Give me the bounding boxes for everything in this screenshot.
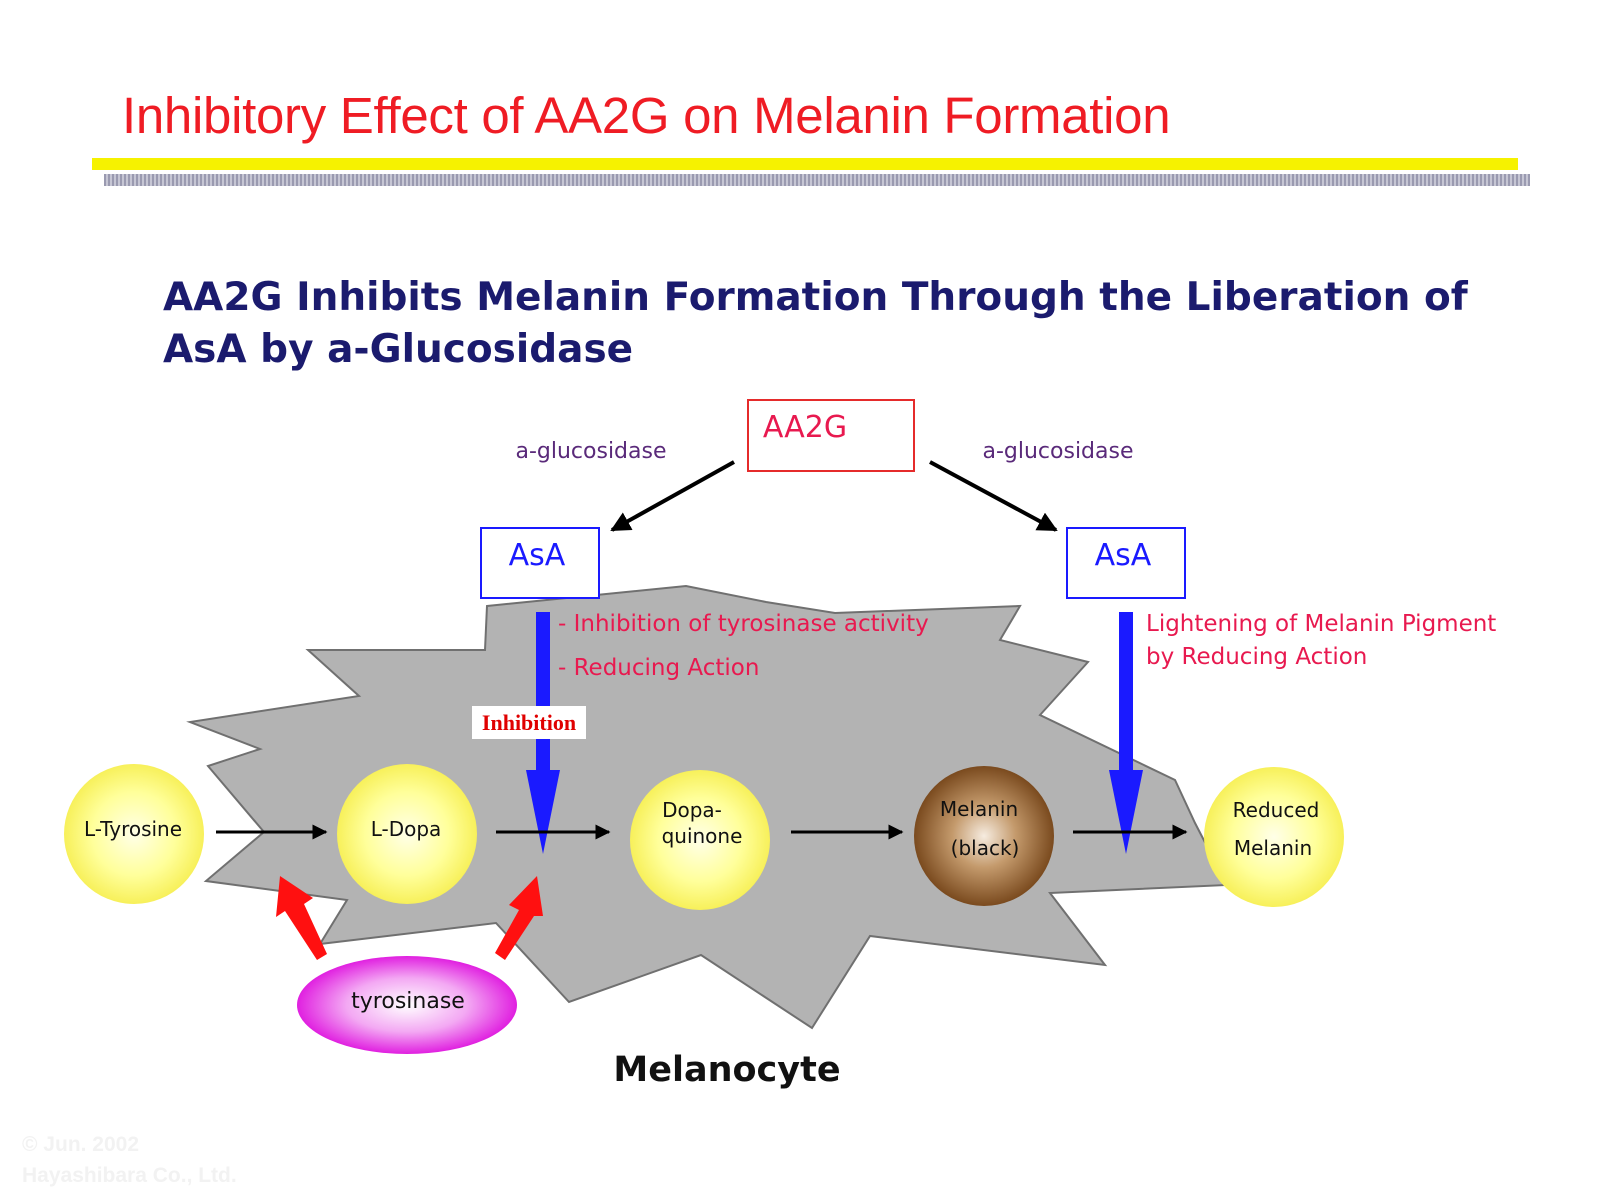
node-l-tyrosine-label: L-Tyrosine: [84, 817, 182, 841]
melanocyte-label: Melanocyte: [613, 1050, 840, 1090]
tyrosinase-label: tyrosinase: [351, 989, 465, 1014]
title-underline: [92, 158, 1518, 170]
slide-subtitle: AA2G Inhibits Melanin Formation Through …: [163, 275, 1468, 372]
node-dopaquinone-label-1: Dopa-: [662, 798, 722, 822]
copyright-line-1: © Jun. 2002: [22, 1133, 140, 1156]
asa-box-left: [480, 527, 600, 599]
effect-left-line-2: - Reducing Action: [558, 655, 759, 681]
lightening-arrow-right: [1109, 612, 1143, 854]
node-l-dopa-label: L-Dopa: [371, 817, 442, 841]
arrow-aa2g-to-asa-left: [610, 460, 735, 532]
enzyme-label-right: a-glucosidase: [982, 439, 1133, 464]
node-melanin-label-1: Melanin: [940, 797, 1018, 821]
node-melanin-black: [914, 766, 1054, 906]
enzyme-label-left: a-glucosidase: [515, 439, 666, 464]
catalysis-arrow-1: [276, 876, 327, 960]
node-melanin-label-2: (black): [951, 836, 1020, 860]
catalysis-arrow-2: [495, 876, 543, 960]
aa2g-box: [747, 399, 915, 472]
node-reduced-melanin: [1204, 767, 1344, 907]
node-reduced-melanin-label-2: Melanin: [1234, 836, 1312, 860]
effect-right-line-2: by Reducing Action: [1146, 644, 1367, 670]
node-reduced-melanin-label-1: Reduced: [1233, 798, 1320, 822]
aa2g-label: AA2G: [763, 410, 847, 445]
node-dopaquinone-label-2: quinone: [662, 824, 743, 848]
node-dopaquinone: [630, 770, 770, 910]
inhibition-label-box: [472, 706, 586, 739]
inhibition-label: Inhibition: [482, 710, 576, 735]
node-l-tyrosine: [64, 764, 204, 904]
copyright-line-2: Hayashibara Co., Ltd.: [22, 1164, 237, 1187]
asa-label-right: AsA: [1095, 538, 1152, 573]
node-l-dopa: [337, 764, 477, 904]
effect-left-line-1: - Inhibition of tyrosinase activity: [558, 611, 929, 637]
slide-title: Inhibitory Effect of AA2G on Melanin For…: [122, 87, 1171, 144]
arrow-aa2g-to-asa-right: [929, 460, 1058, 532]
title-underline-shadow: [104, 174, 1530, 186]
asa-box-right: [1066, 527, 1186, 599]
effect-right-line-1: Lightening of Melanin Pigment: [1146, 611, 1496, 637]
asa-label-left: AsA: [509, 538, 566, 573]
tyrosinase-enzyme: [297, 956, 517, 1054]
